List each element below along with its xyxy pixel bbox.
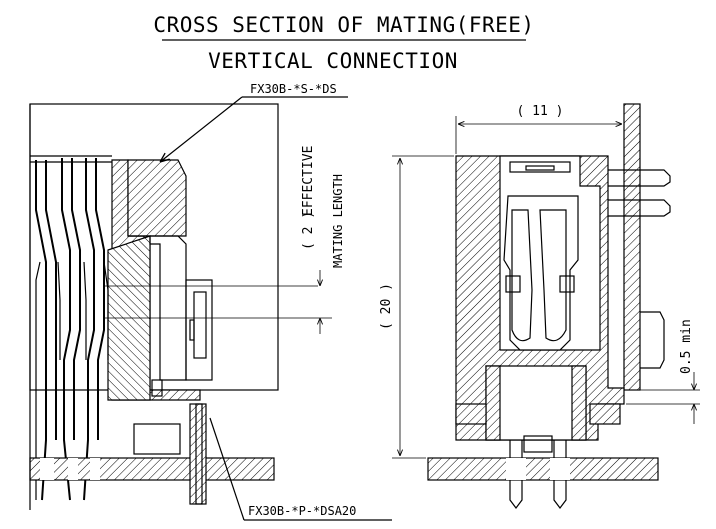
left-section-view [29,103,332,510]
plug-leader-line [209,417,245,521]
effective-length-value: ( 2 ) [301,211,316,250]
effective-length-text-1: EFFECTIVE [301,146,316,216]
effective-length-text-2: MATING LENGTH [331,174,345,268]
contact-pins [30,155,112,501]
dimension-gap-label: 0.5 min [679,319,694,374]
dimension-11-label: ( 11 ) [517,104,564,119]
right-section-view [427,103,671,509]
receptacle-part-label: FX30B-*S-*DS [250,82,337,96]
title-line-1: CROSS SECTION OF MATING(FREE) [153,13,534,37]
title-line-2: VERTICAL CONNECTION [208,49,458,73]
vertical-pcb [623,103,641,391]
right-pin-upper [608,169,671,187]
dimension-20-label: ( 20 ) [379,283,394,330]
right-pin-lower [608,199,671,217]
pcb-base-left [29,457,275,481]
pcb-base-right [427,457,659,481]
receptacle-leader-line [160,96,243,162]
plug-part-label: FX30B-*P-*DSA20 [248,504,356,518]
